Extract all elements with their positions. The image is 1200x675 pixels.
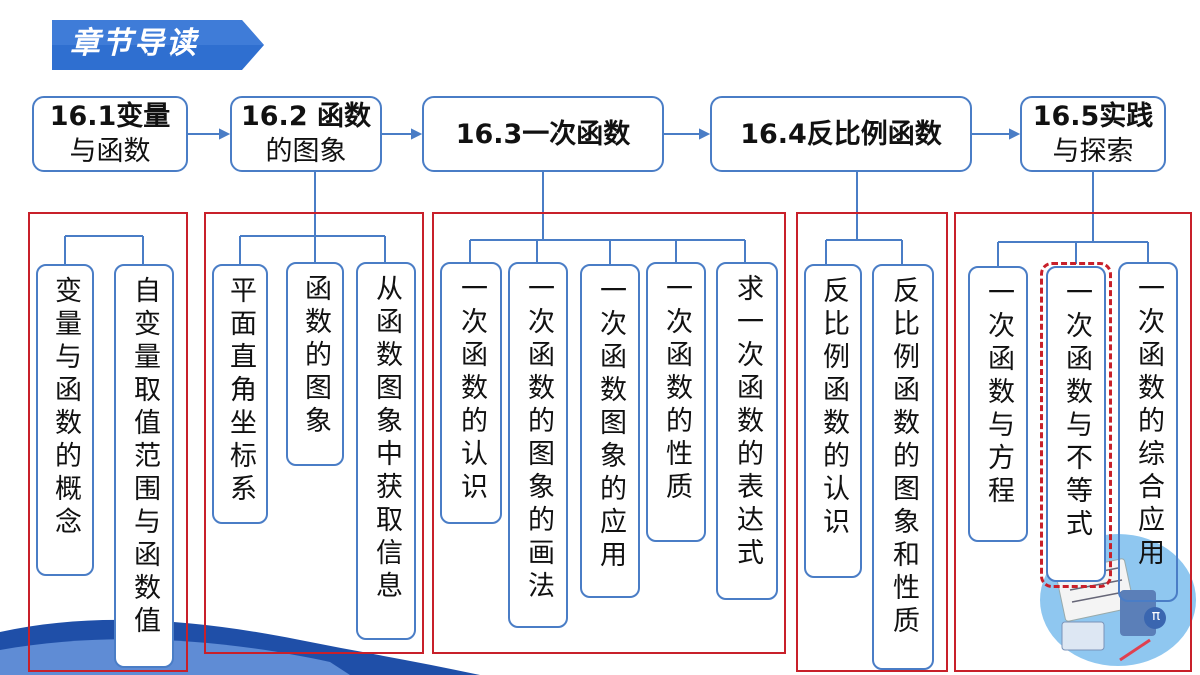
section-title-line1: 16.2 函数 <box>240 101 372 132</box>
section-box-16-1[interactable]: 16.1变量 与函数 <box>32 96 188 172</box>
topic-box[interactable]: 一次函数的认识 <box>440 262 502 524</box>
topic-box[interactable]: 自变量取值范围与函数值 <box>114 264 174 668</box>
topic-box[interactable]: 一次函数与方程 <box>968 266 1028 542</box>
topic-box[interactable]: 变量与函数的概念 <box>36 264 94 576</box>
section-title-line2: 的图象 <box>265 136 347 167</box>
section-banner <box>52 20 264 70</box>
pi-symbol: π <box>1151 608 1161 624</box>
section-box-16-5[interactable]: 16.5实践 与探索 <box>1020 96 1166 172</box>
section-box-16-3[interactable]: 16.3一次函数 <box>422 96 664 172</box>
banner-title: 章节导读 <box>70 26 198 61</box>
group-frame-16-2 <box>204 212 424 654</box>
topic-box[interactable]: 反比例函数的图象和性质 <box>872 264 934 670</box>
section-box-16-4[interactable]: 16.4反比例函数 <box>710 96 972 172</box>
section-title: 16.3一次函数 <box>455 118 631 150</box>
group-frame-16-1 <box>28 212 188 672</box>
group-frame-16-3 <box>432 212 786 654</box>
topic-box[interactable]: 求一次函数的表达式 <box>716 262 778 600</box>
topic-box[interactable]: 一次函数的性质 <box>646 262 706 542</box>
topic-box[interactable]: 反比例函数的认识 <box>804 264 862 578</box>
topic-box[interactable]: 一次函数的综合应用 <box>1118 262 1178 602</box>
group-frame-16-4 <box>796 212 948 672</box>
section-title-line2: 与函数 <box>69 136 151 167</box>
topic-box[interactable]: 平面直角坐标系 <box>212 264 268 524</box>
group-frame-16-5 <box>954 212 1192 672</box>
topic-box[interactable]: 从函数图象中获取信息 <box>356 262 416 640</box>
topic-box[interactable]: 函数的图象 <box>286 262 344 466</box>
wave-decoration-light <box>0 639 350 675</box>
topic-box[interactable]: 一次函数图象的应用 <box>580 264 640 598</box>
section-title-line2: 与探索 <box>1052 136 1134 167</box>
highlight-dashed-frame <box>1040 262 1112 588</box>
topic-box[interactable]: 一次函数的图象的画法 <box>508 262 568 628</box>
section-box-16-2[interactable]: 16.2 函数 的图象 <box>230 96 382 172</box>
section-title-line1: 16.5实践 <box>1032 101 1154 132</box>
topic-box-highlighted[interactable]: 一次函数与不等式 <box>1046 266 1106 582</box>
section-title-line1: 16.1变量 <box>49 101 171 132</box>
section-title: 16.4反比例函数 <box>740 118 942 150</box>
